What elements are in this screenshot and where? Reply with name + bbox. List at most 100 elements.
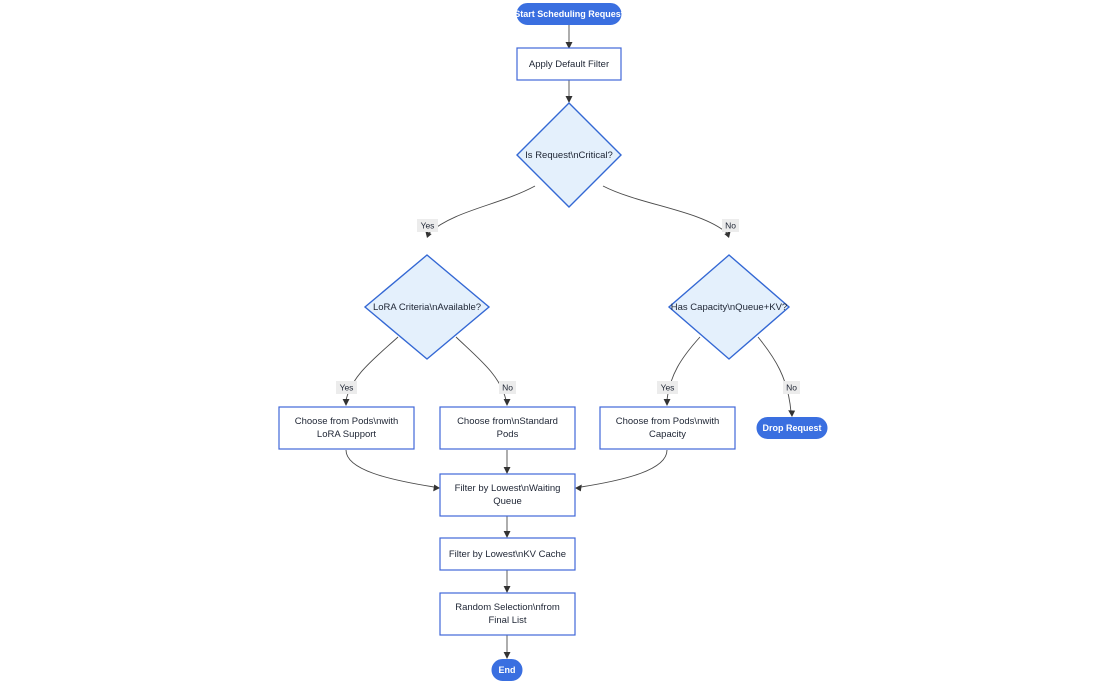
node-label-line-1: Filter by Lowest\nWaiting [455, 483, 561, 494]
edge-label-background [657, 381, 678, 394]
node-shape-pill[interactable] [756, 417, 828, 439]
edge-label-text: No [786, 382, 797, 392]
edge-label-lora-criteria-no: No [499, 381, 516, 394]
edge-layer [342, 25, 796, 659]
node-has-capacity-queue-kv[interactable]: Has Capacity\nQueue+KV? [667, 254, 791, 360]
node-label-line-2: LoRA Support [317, 429, 377, 440]
node-shape-rect[interactable] [439, 592, 576, 636]
node-apply-default-filter[interactable]: Apply Default Filter [516, 47, 622, 81]
edge-label-lora-criteria-yes: Yes [336, 381, 357, 394]
edge-label-text: Yes [661, 382, 675, 392]
edge-line [428, 185, 536, 234]
edge-choose-standard-pods-to-filter-waiting-queue [503, 450, 511, 474]
edge-apply-default-filter-to-is-critical [565, 80, 573, 103]
node-filter-by-lowest-waiting-queue[interactable]: Filter by Lowest\nWaiting Queue [439, 473, 576, 517]
edge-label-background [417, 219, 438, 232]
node-label: Is Request\nCritical? [525, 150, 613, 161]
node-lora-criteria-available[interactable]: LoRA Criteria\nAvailable? [363, 254, 491, 360]
edge-has-capacity-to-choose-capacity-pods-yes [663, 336, 701, 406]
arrowhead-icon [565, 42, 573, 49]
edge-line [757, 336, 792, 413]
arrowhead-icon [503, 467, 511, 474]
arrowhead-icon [663, 399, 671, 406]
node-label: LoRA Criteria\nAvailable? [373, 302, 481, 313]
node-shape-pill[interactable] [516, 3, 622, 25]
node-label-line-2: Final List [488, 615, 526, 626]
edge-label-background [722, 219, 739, 232]
node-drop-request[interactable]: Drop Request [756, 417, 828, 439]
node-label: Apply Default Filter [529, 59, 609, 70]
edge-filter-kv-cache-to-random-selection [503, 570, 511, 593]
edge-label-text: No [725, 220, 736, 230]
edge-label-has-capacity-yes: Yes [657, 381, 678, 394]
node-choose-from-pods-with-capacity[interactable]: Choose from Pods\nwith Capacity [599, 406, 736, 450]
arrowhead-icon [433, 484, 440, 492]
edge-label-text: Yes [340, 382, 354, 392]
arrowhead-icon [425, 230, 432, 238]
node-label: End [499, 665, 516, 675]
node-label-line-1: Choose from Pods\nwith [295, 416, 399, 427]
edge-line [602, 185, 728, 234]
arrowhead-icon [503, 531, 511, 538]
edge-label-is-critical-no: No [722, 219, 739, 232]
arrowhead-icon [503, 586, 511, 593]
edge-label-layer: Yes No Yes No Yes No [336, 219, 800, 394]
node-layer: Start Scheduling Request Apply Default F… [278, 3, 828, 681]
node-random-selection-from-final-list[interactable]: Random Selection\nfrom Final List [439, 592, 576, 636]
edge-random-selection-to-end [503, 635, 511, 659]
node-shape-diamond[interactable] [667, 254, 791, 360]
edge-has-capacity-to-drop-request-no [757, 336, 796, 417]
edge-label-background [336, 381, 357, 394]
node-label: Has Capacity\nQueue+KV? [671, 302, 787, 313]
edge-line [345, 449, 435, 488]
node-shape-rect[interactable] [439, 473, 576, 517]
node-filter-by-lowest-kv-cache[interactable]: Filter by Lowest\nKV Cache [439, 537, 576, 571]
arrowhead-icon [342, 399, 350, 406]
node-shape-rect[interactable] [516, 47, 622, 81]
arrowhead-icon [724, 230, 731, 238]
node-label-line-2: Capacity [649, 429, 686, 440]
arrowhead-icon [788, 410, 796, 417]
node-shape-diamond[interactable] [516, 102, 622, 208]
node-shape-pill[interactable] [491, 659, 523, 681]
edge-line [455, 336, 507, 401]
edge-label-text: Yes [421, 220, 435, 230]
node-label-line-1: Random Selection\nfrom [455, 602, 560, 613]
edge-line [580, 449, 668, 488]
edge-start-to-apply-default-filter [565, 25, 573, 49]
edge-lora-criteria-to-choose-standard-pods-no [455, 336, 511, 406]
node-label-line-1: Choose from\nStandard [457, 416, 558, 427]
arrowhead-icon [575, 484, 582, 492]
node-choose-from-pods-with-lora-support[interactable]: Choose from Pods\nwith LoRA Support [278, 406, 415, 450]
node-start-scheduling-request[interactable]: Start Scheduling Request [514, 3, 624, 25]
node-label: Filter by Lowest\nKV Cache [449, 549, 566, 560]
edge-label-has-capacity-no: No [783, 381, 800, 394]
edge-is-critical-to-has-capacity-no [602, 185, 731, 238]
node-shape-rect[interactable] [599, 406, 736, 450]
node-shape-rect[interactable] [439, 537, 576, 571]
node-shape-rect[interactable] [278, 406, 415, 450]
edge-filter-waiting-queue-to-filter-kv-cache [503, 516, 511, 538]
edge-label-background [499, 381, 516, 394]
node-shape-diamond[interactable] [363, 254, 491, 360]
arrowhead-icon [503, 652, 511, 659]
edge-lora-criteria-to-choose-lora-pods-yes [342, 336, 399, 406]
edge-label-text: No [502, 382, 513, 392]
node-label: Drop Request [762, 423, 821, 433]
edge-choose-capacity-pods-to-filter-waiting-queue [575, 449, 668, 492]
arrowhead-icon [503, 399, 511, 406]
node-shape-rect[interactable] [439, 406, 576, 450]
edge-label-is-critical-yes: Yes [417, 219, 438, 232]
node-label: Start Scheduling Request [514, 9, 624, 19]
node-label-line-2: Queue [493, 496, 522, 507]
node-label-line-1: Choose from Pods\nwith [616, 416, 720, 427]
node-end[interactable]: End [491, 659, 523, 681]
edge-choose-lora-pods-to-filter-waiting-queue [345, 449, 440, 492]
edge-is-critical-to-lora-criteria-yes [425, 185, 536, 238]
node-is-request-critical[interactable]: Is Request\nCritical? [516, 102, 622, 208]
node-choose-from-standard-pods[interactable]: Choose from\nStandard Pods [439, 406, 576, 450]
node-label-line-2: Pods [497, 429, 519, 440]
arrowhead-icon [565, 96, 573, 103]
